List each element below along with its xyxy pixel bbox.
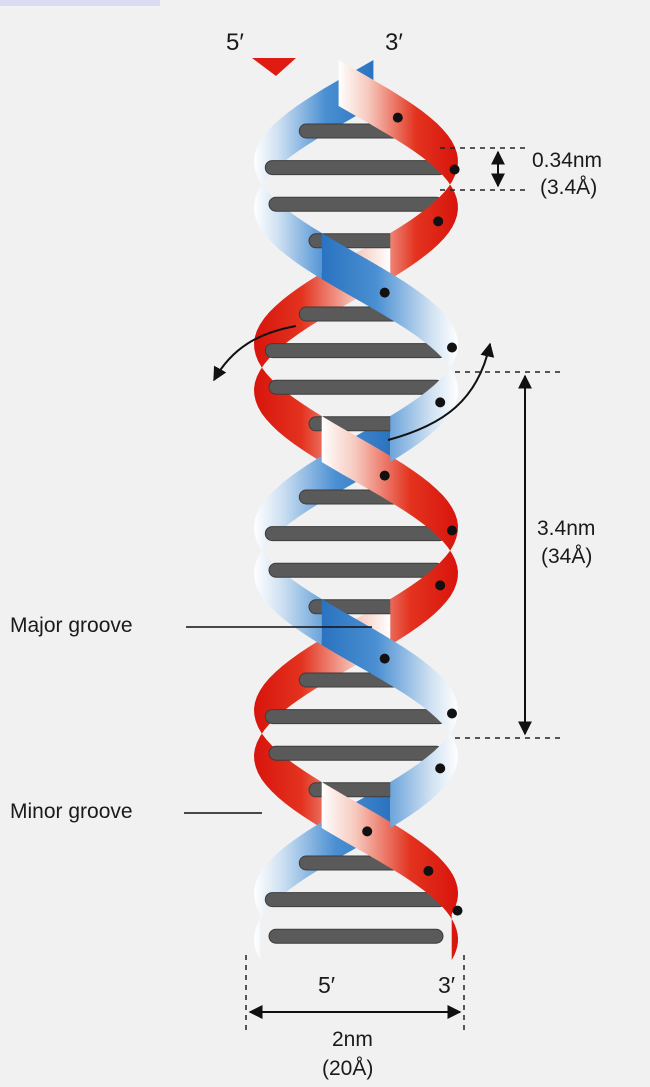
top-5-prime-label: 5′: [226, 29, 244, 56]
rise-dimension: 0.34nm (3.4Å): [440, 148, 602, 199]
base-pair-bar: [265, 893, 446, 907]
base-pair-bar: [269, 197, 443, 211]
diameter-nm-label: 2nm: [332, 1028, 373, 1051]
bottom-3-prime-label: 3′: [438, 972, 455, 998]
top-red-strand-end: [252, 58, 296, 76]
base-pair-bar: [269, 746, 443, 760]
major-groove-label: Major groove: [10, 614, 133, 637]
backbone-phosphate-dot: [435, 580, 445, 590]
pitch-angstrom-label: (34Å): [541, 545, 592, 568]
backbone-phosphate-dot: [380, 288, 390, 298]
base-pair-bar: [269, 380, 443, 394]
backbone-phosphate-dot: [380, 471, 390, 481]
base-pair-bar: [265, 527, 446, 541]
base-pair-bar: [269, 929, 443, 943]
backbone-phosphate-dot: [447, 709, 457, 719]
rise-angstrom-label: (3.4Å): [540, 176, 597, 199]
helix-front-strands: [322, 60, 463, 960]
backbone-phosphate-dot: [433, 216, 443, 226]
corner-tab-decoration: [0, 0, 160, 6]
backbone-phosphate-dot: [362, 826, 372, 836]
backbone-phosphate-dot: [447, 526, 457, 536]
base-pair-bar: [265, 161, 446, 175]
diameter-angstrom-label: (20Å): [322, 1057, 373, 1080]
minor-groove-label: Minor groove: [10, 800, 133, 823]
backbone-phosphate-dot: [453, 906, 463, 916]
base-pair-bar: [265, 710, 446, 724]
backbone-phosphate-dot: [450, 165, 460, 175]
backbone-phosphate-dot: [380, 654, 390, 664]
rise-nm-label: 0.34nm: [532, 149, 602, 172]
pitch-dimension: 3.4nm (34Å): [455, 372, 595, 738]
bottom-5-prime-label: 5′: [318, 972, 335, 998]
base-pair-bar: [265, 344, 446, 358]
pitch-nm-label: 3.4nm: [537, 517, 595, 540]
backbone-phosphate-dot: [447, 343, 457, 353]
backbone-phosphate-dot: [435, 397, 445, 407]
backbone-phosphate-dot: [435, 763, 445, 773]
diameter-dimension: 5′ 3′ 2nm (20Å): [246, 955, 464, 1080]
backbone-phosphate-dot: [393, 113, 403, 123]
base-pair-bar: [269, 563, 443, 577]
backbone-phosphate-dot: [423, 866, 433, 876]
top-3-prime-label: 3′: [385, 29, 403, 56]
